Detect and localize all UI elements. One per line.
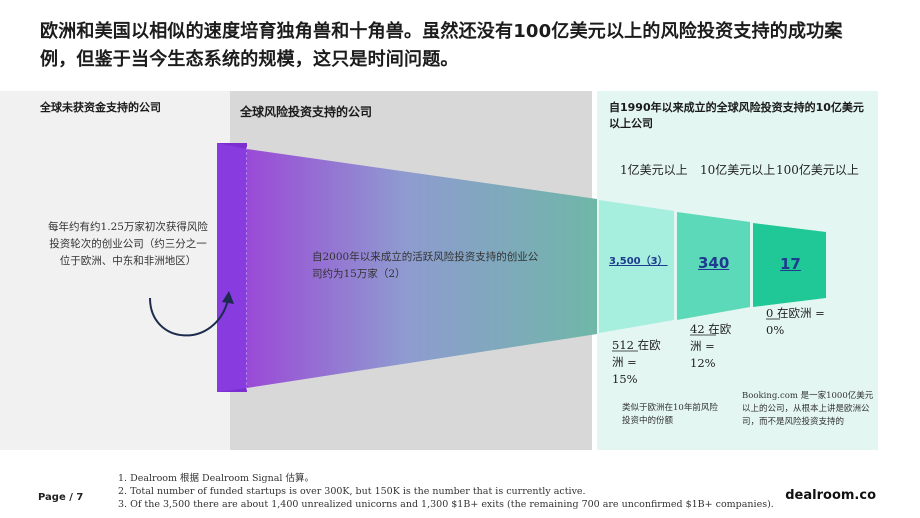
curved-arrow bbox=[149, 297, 229, 337]
vc-backed-description: 自2000年以来成立的活跃风险投资支持的创业公司约为15万家（2） bbox=[312, 251, 539, 280]
europe-share-note: 类似于欧洲在10年前风险投资中的份额 bbox=[622, 403, 718, 426]
column-2-value[interactable]: 340 bbox=[698, 254, 730, 272]
column-3-header: 100亿美元以上 bbox=[776, 163, 859, 177]
column-3-value[interactable]: 17 bbox=[780, 255, 801, 273]
column-3-shape bbox=[753, 223, 826, 307]
vc-funnel bbox=[247, 149, 597, 388]
column-2-header: 10亿美元以上 bbox=[700, 163, 776, 177]
unfunded-heading: 全球未获资金支持的公司 bbox=[40, 101, 161, 114]
vc-backed-heading: 全球风险投资支持的公司 bbox=[240, 105, 373, 119]
footnote-3: 3. Of the 3,500 there are about 1,400 un… bbox=[118, 499, 774, 510]
column-1-value[interactable]: 3,500（3） bbox=[609, 256, 668, 267]
unfunded-panel bbox=[0, 91, 230, 450]
brand-logo[interactable]: dealroom.co bbox=[785, 488, 876, 503]
entry-bar-edge bbox=[217, 143, 247, 392]
footnote-2: 2. Total number of funded startups is ov… bbox=[118, 486, 586, 497]
booking-note: Booking.com 是一家1000亿美元以上的公司，从根本上讲是欧洲公司，而… bbox=[742, 391, 874, 427]
column-1-shape bbox=[599, 200, 674, 333]
column-2-europe-share: 42 在欧洲 = 12% bbox=[690, 322, 732, 370]
billion-plus-heading: 自1990年以来成立的全球风险投资支持的10亿美元以上公司 bbox=[609, 101, 864, 130]
column-2-shape bbox=[677, 212, 750, 320]
footnotes: 1. Dealroom 根据 Dealroom Signal 估算。 2. To… bbox=[118, 472, 818, 511]
unfunded-description: 每年约有约1.25万家初次获得风险投资轮次的创业公司（约三分之一位于欧洲、中东和… bbox=[48, 221, 208, 267]
column-1-header: 1亿美元以上 bbox=[620, 163, 688, 177]
column-1-europe-share: 512 在欧洲 = 15% bbox=[612, 338, 661, 386]
page-number: Page / 7 bbox=[38, 492, 84, 503]
footnote-1: 1. Dealroom 根据 Dealroom Signal 估算。 bbox=[118, 473, 314, 484]
column-3-europe-share: 0 在欧洲 = 0% bbox=[766, 306, 825, 337]
page-title: 欧洲和美国以相似的速度培育独角兽和十角兽。虽然还没有100亿美元以上的风险投资支… bbox=[40, 21, 843, 70]
arrow-head bbox=[222, 291, 234, 304]
